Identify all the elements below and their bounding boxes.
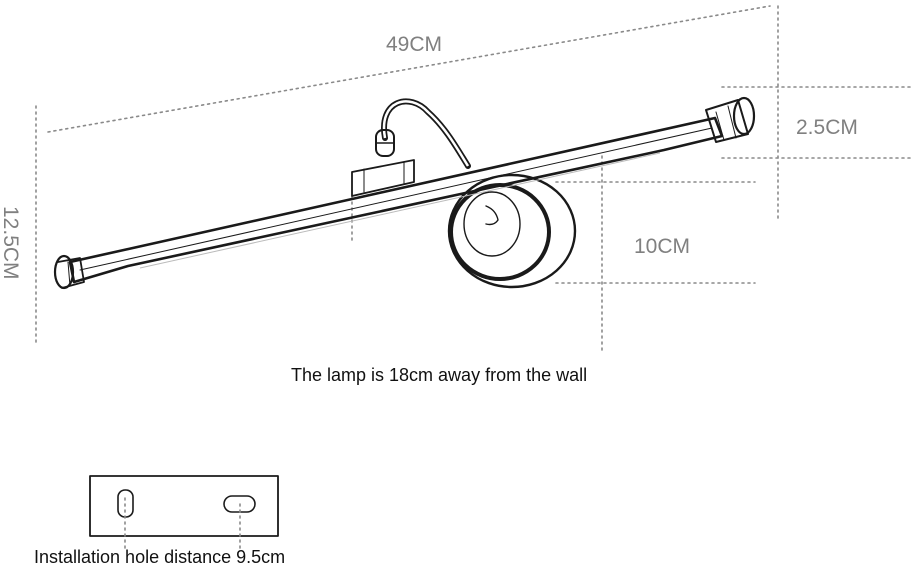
- wall-distance-caption: The lamp is 18cm away from the wall: [291, 365, 587, 385]
- hinge-joint: [351, 129, 415, 197]
- mounting-plate-outline: [89, 475, 279, 537]
- lamp-illustration: [53, 96, 756, 290]
- height-label: 12.5CM: [0, 206, 22, 280]
- base-depth-label: 10CM: [634, 235, 690, 258]
- right-end-cap: [705, 96, 756, 143]
- left-end-cap: [53, 254, 85, 290]
- dimension-lines: [35, 5, 913, 353]
- mounting-plate: [89, 475, 279, 549]
- length-label: 49CM: [386, 33, 442, 56]
- light-bar: [68, 116, 724, 284]
- length-dimension-line: [47, 5, 771, 133]
- bracket-gap-label: 2.5CM: [796, 116, 858, 139]
- hole-distance-caption: Installation hole distance 9.5cm: [34, 547, 285, 567]
